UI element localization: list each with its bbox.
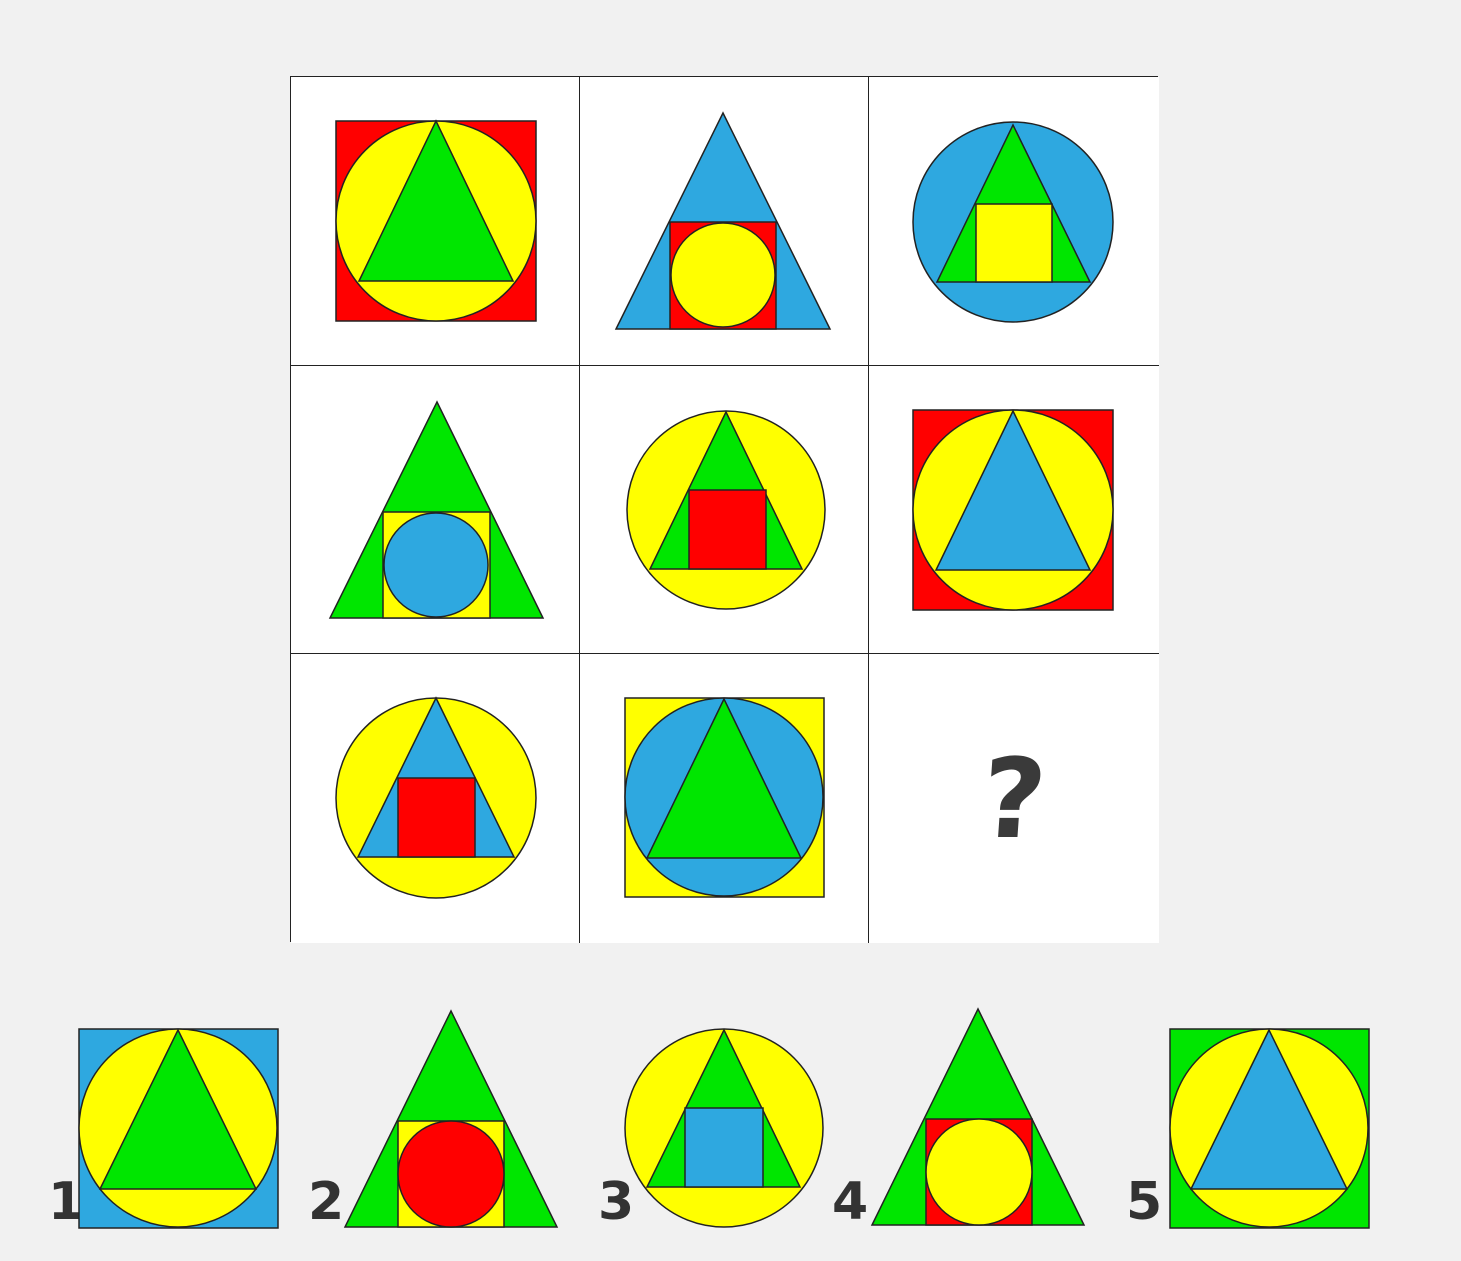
answer-option-3[interactable]: 3 [595,1000,830,1235]
figure-circle-triangle-square [912,121,1114,323]
figure-square-circle-triangle [624,697,825,898]
figure-square-circle-triangle [912,409,1114,611]
grid-cell-9-missing: ? [869,654,1159,943]
figure-circle-triangle-square [626,410,826,610]
grid-cell-4 [291,366,580,654]
option-number: 4 [832,1172,869,1232]
option-number: 2 [308,1172,345,1232]
answer-option-5[interactable]: 5 [1120,1000,1380,1235]
inner-triangle [98,1028,258,1190]
grid-cell-7 [291,654,580,943]
inner-triangle [1189,1028,1349,1190]
grid-cell-1 [291,77,580,366]
inner-circle [397,1120,505,1228]
figure-circle-triangle-square [624,1028,824,1228]
figure-triangle-square-circle [870,1007,1086,1226]
inner-square [397,777,476,858]
figure-square-circle-triangle [78,1028,279,1229]
answer-option-4[interactable]: 4 [830,1000,1092,1235]
figure-square-circle-triangle [335,119,537,322]
grid-cell-2 [580,77,869,366]
inner-triangle [357,119,515,282]
inner-circle [670,222,776,328]
figure-square-circle-triangle [1169,1028,1370,1229]
inner-square [975,203,1053,283]
answer-option-2[interactable]: 2 [305,1000,565,1235]
puzzle-grid: ? [290,76,1159,943]
grid-cell-8 [580,654,869,943]
question-mark: ? [977,734,1051,863]
grid-cell-6 [869,366,1159,654]
option-number: 3 [598,1172,635,1232]
option-number: 1 [48,1172,85,1232]
inner-square [688,489,767,570]
grid-cell-5 [580,366,869,654]
figure-triangle-square-circle [614,111,832,330]
inner-circle [383,512,489,618]
answer-option-1[interactable]: 1 [40,1000,285,1235]
figure-triangle-square-circle [343,1009,559,1228]
inner-triangle [645,697,803,859]
option-number: 5 [1126,1172,1163,1232]
figure-circle-triangle-square [335,696,537,899]
inner-square [684,1107,764,1188]
inner-triangle [934,409,1092,571]
figure-triangle-square-circle [328,400,545,619]
inner-circle [925,1118,1033,1226]
grid-cell-3 [869,77,1159,366]
